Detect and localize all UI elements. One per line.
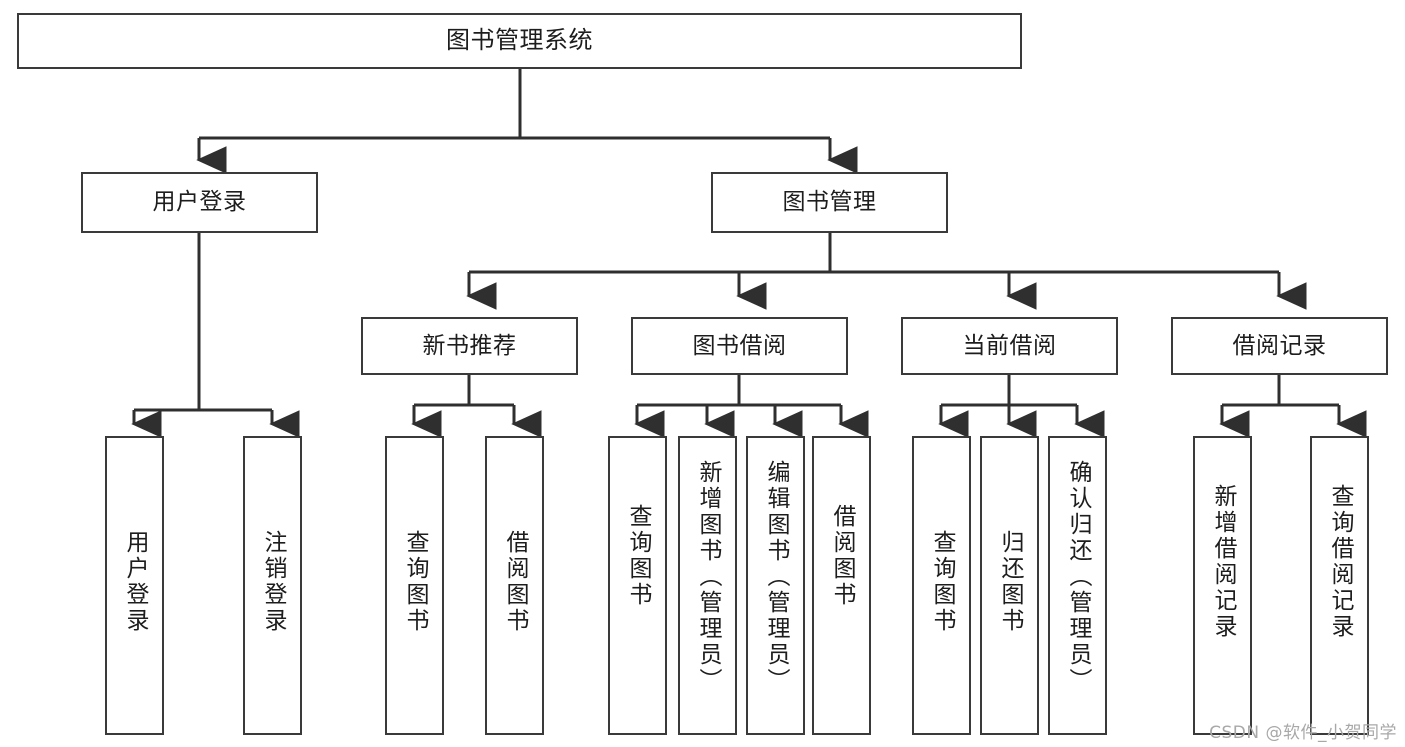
leaf-query-borrow-record[interactable]: 查询借阅记录 [1310,436,1369,735]
leaf-borrow-book[interactable]: 借阅图书 [812,436,871,735]
node-borrowing-record[interactable]: 借阅记录 [1171,317,1388,375]
leaf-query-book-current[interactable]: 查询图书 [912,436,971,735]
leaf-borrow-book-newbook[interactable]: 借阅图书 [485,436,544,735]
node-label: 查询图书 [625,504,651,608]
node-current-borrowing[interactable]: 当前借阅 [901,317,1118,375]
node-label: 编辑图书（管理员） [763,460,789,694]
leaf-return-book[interactable]: 归还图书 [980,436,1039,735]
node-label: 新增借阅记录 [1210,484,1236,640]
node-label: 用户登录 [152,189,247,216]
node-label: 注销登录 [260,530,286,634]
node-user-login[interactable]: 用户登录 [81,172,318,233]
leaf-user-login[interactable]: 用户登录 [105,436,164,735]
watermark-text: CSDN @软件_小贺同学 [1209,723,1397,743]
leaf-add-borrow-record[interactable]: 新增借阅记录 [1193,436,1252,735]
node-label: 新书推荐 [422,332,517,359]
node-label: 当前借阅 [962,332,1057,359]
node-label: 图书管理系统 [446,26,593,55]
leaf-add-book-admin[interactable]: 新增图书（管理员） [678,436,737,735]
node-label: 查询图书 [402,530,428,634]
leaf-confirm-return-admin[interactable]: 确认归还（管理员） [1048,436,1107,735]
leaf-query-book-borrow[interactable]: 查询图书 [608,436,667,735]
node-book-management[interactable]: 图书管理 [711,172,948,233]
node-label: 借阅记录 [1232,332,1327,359]
node-label: 图书管理 [782,189,877,216]
node-label: 查询图书 [929,530,955,634]
leaf-edit-book-admin[interactable]: 编辑图书（管理员） [746,436,805,735]
leaf-logout-login[interactable]: 注销登录 [243,436,302,735]
node-label: 归还图书 [997,530,1023,634]
leaf-query-book-newbook[interactable]: 查询图书 [385,436,444,735]
node-label: 借阅图书 [829,504,855,608]
node-label: 确认归还（管理员） [1065,460,1091,694]
node-new-book-recommendation[interactable]: 新书推荐 [361,317,578,375]
node-label: 查询借阅记录 [1327,484,1353,640]
node-book-borrowing[interactable]: 图书借阅 [631,317,848,375]
node-label: 图书借阅 [692,332,787,359]
node-label: 借阅图书 [502,530,528,634]
node-label: 新增图书（管理员） [695,460,721,694]
node-book-management-system[interactable]: 图书管理系统 [17,13,1022,69]
node-label: 用户登录 [122,530,148,634]
